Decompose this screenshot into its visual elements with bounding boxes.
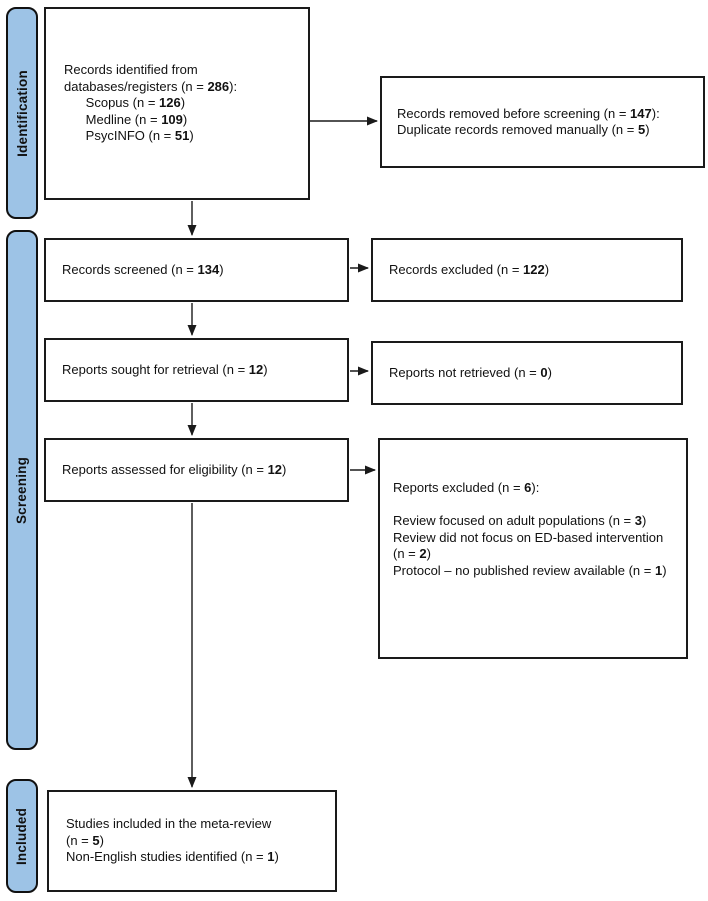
box-records-excluded: Records excluded (n = 122) (371, 238, 683, 302)
stage-screening: Screening (6, 230, 38, 750)
box-reports-assessed: Reports assessed for eligibility (n = 12… (44, 438, 349, 502)
stage-included-label: Included (14, 807, 30, 865)
box-reports-sought: Reports sought for retrieval (n = 12) (44, 338, 349, 402)
box-records-removed: Records removed before screening (n = 14… (380, 76, 705, 168)
box-reports-not-retrieved: Reports not retrieved (n = 0) (371, 341, 683, 405)
stage-included: Included (6, 779, 38, 893)
box-studies-included: Studies included in the meta-review(n = … (47, 790, 337, 892)
stage-identification-label: Identification (14, 69, 30, 157)
box-records-screened: Records screened (n = 134) (44, 238, 349, 302)
stage-screening-label: Screening (14, 456, 30, 524)
box-reports-excluded: Reports excluded (n = 6): Review focused… (378, 438, 688, 659)
stage-identification: Identification (6, 7, 38, 219)
